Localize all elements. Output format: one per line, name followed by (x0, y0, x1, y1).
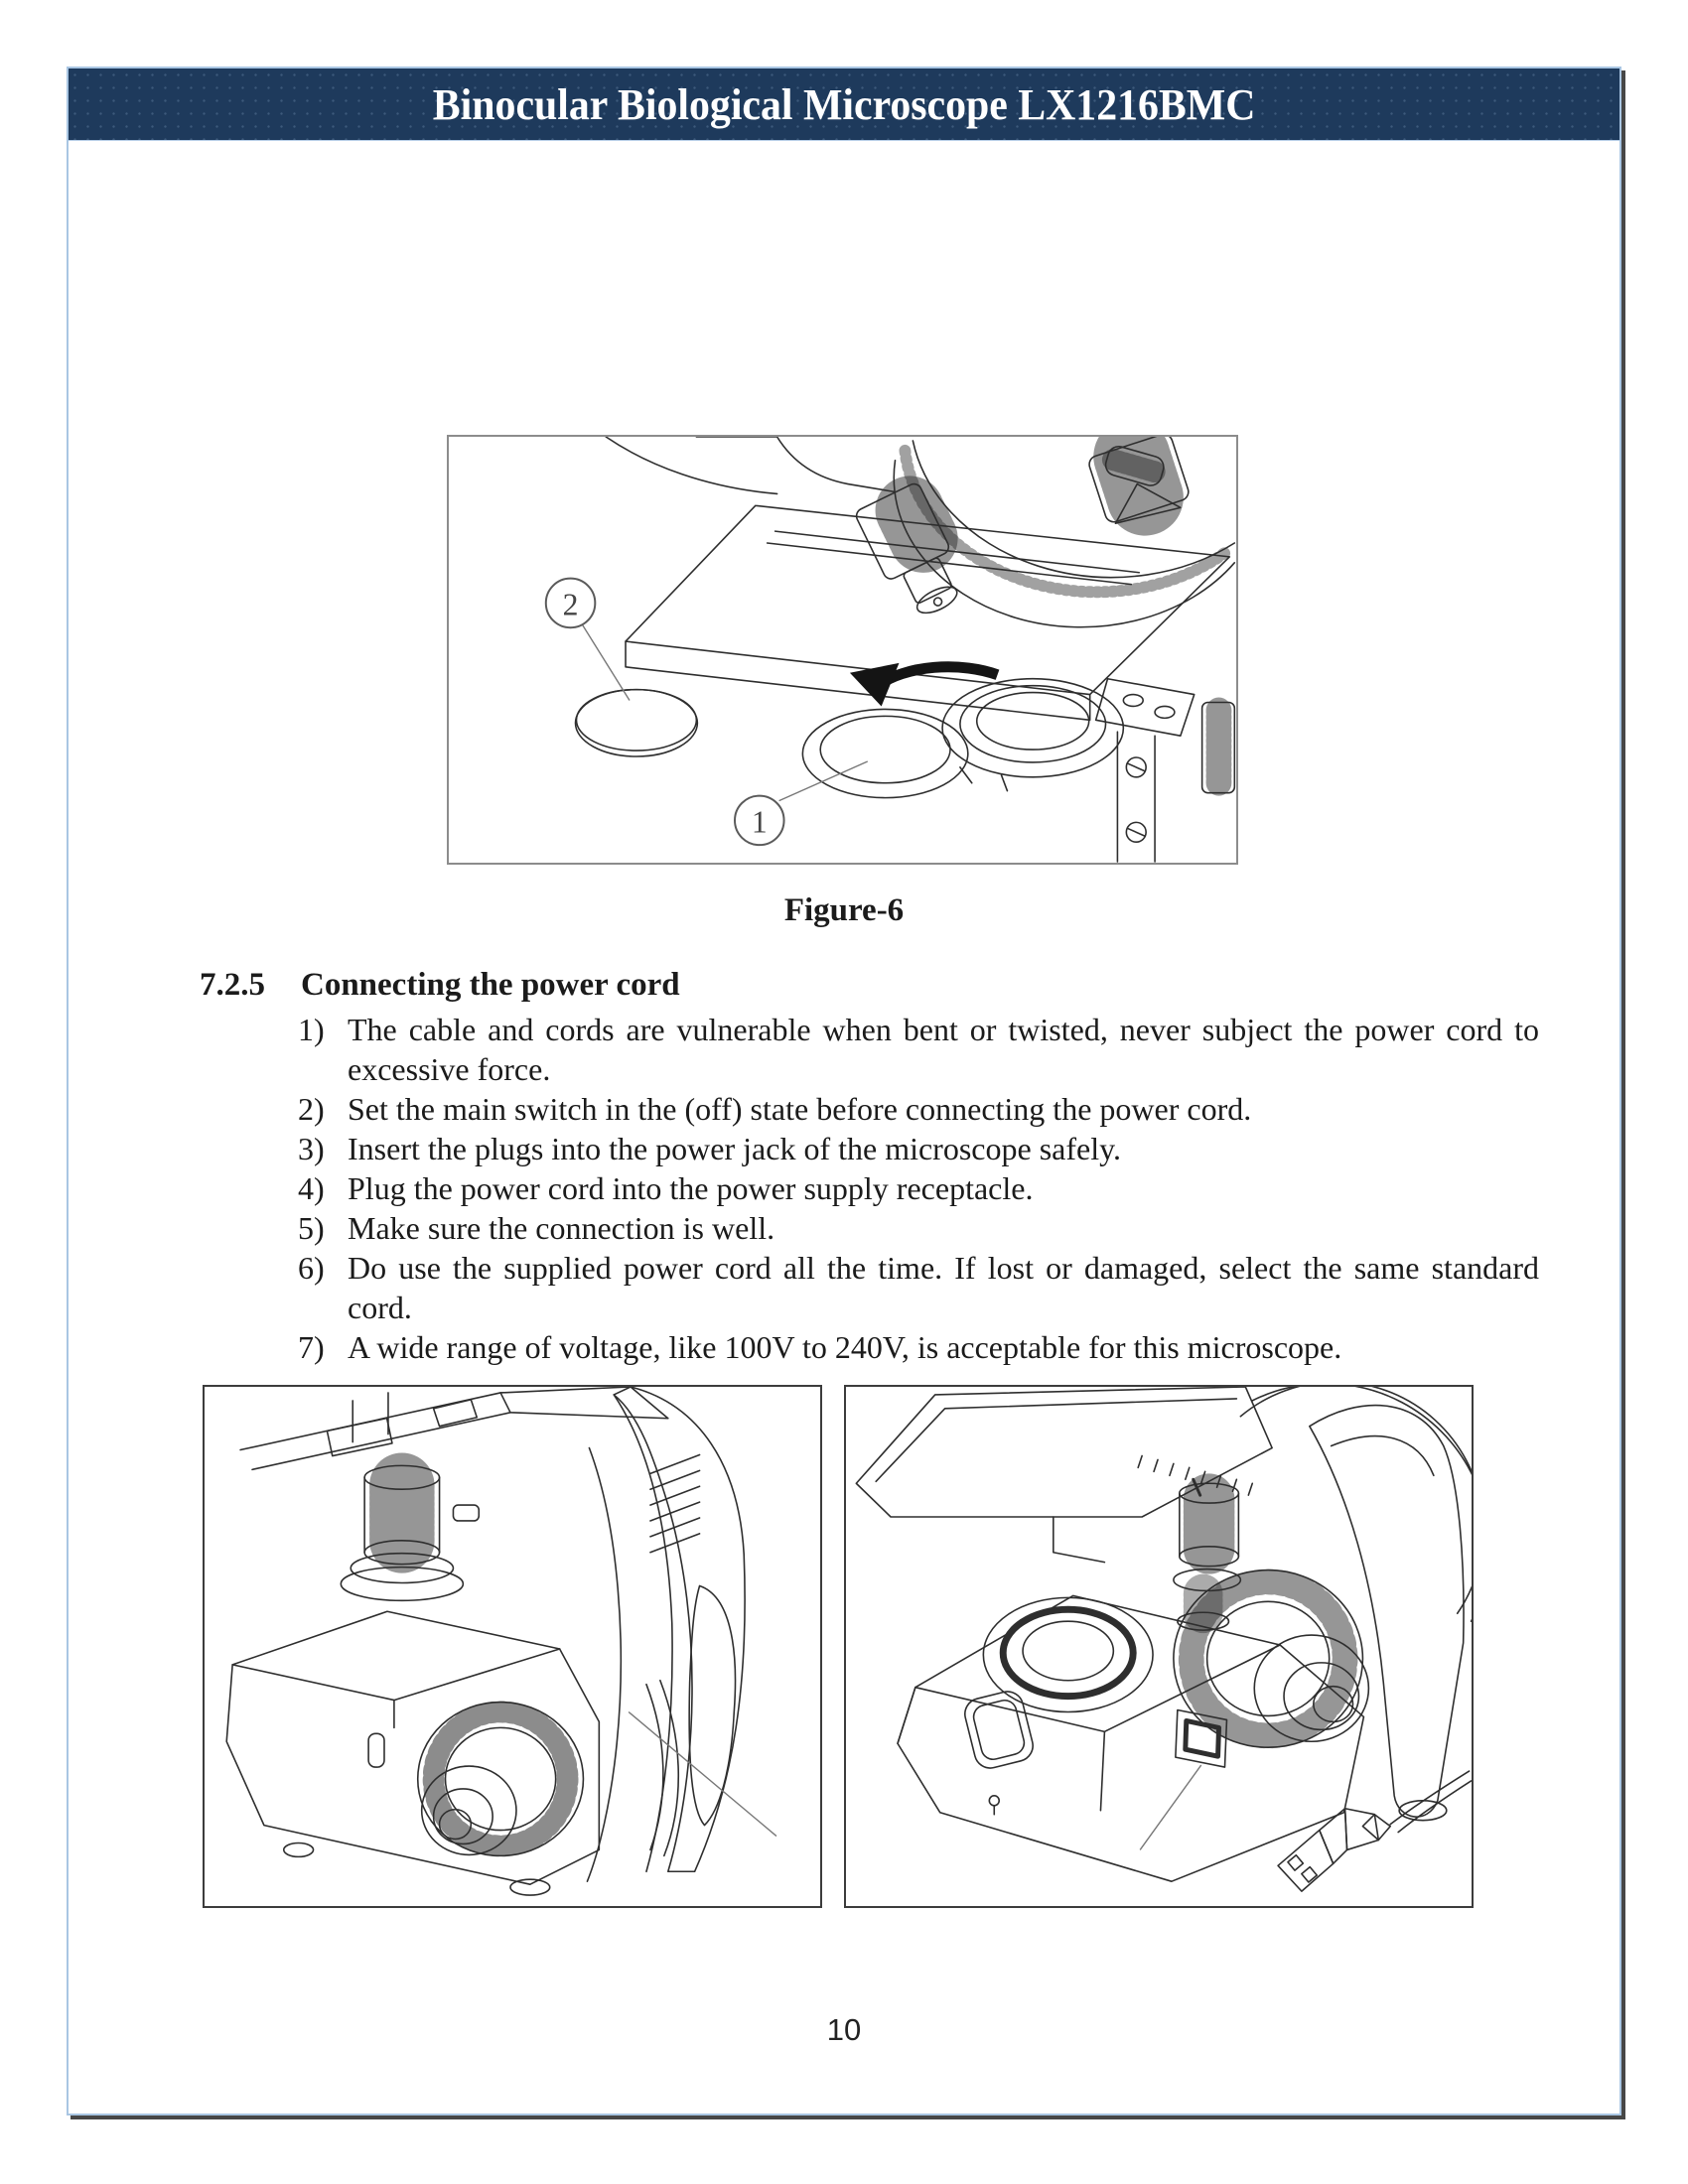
callout-2: 2 (544, 577, 597, 629)
list-item-text: Plug the power cord into the power suppl… (348, 1170, 1034, 1206)
rotate-arrow-icon (849, 661, 1000, 707)
callout-1: 1 (734, 794, 785, 847)
page-title: Binocular Biological Microscope LX1216BM… (432, 79, 1256, 129)
callout-1-label: 1 (752, 804, 768, 839)
section-heading: 7.2.5 Connecting the power cord (200, 965, 680, 1005)
list-item: 5) Make sure the connection is well. (298, 1208, 1544, 1248)
list-item: 2) Set the main switch in the (off) stat… (298, 1089, 1544, 1129)
figure-power-switch-illustration (203, 1385, 822, 1908)
list-item-text: Set the main switch in the (off) state b… (348, 1091, 1252, 1127)
figure6-illustration: 2 1 (447, 435, 1238, 865)
list-item-text: Make sure the connection is well. (348, 1210, 775, 1246)
list-item-text: A wide range of voltage, like 100V to 24… (348, 1329, 1342, 1365)
section-title: Connecting the power cord (301, 967, 680, 1003)
figure-power-cord-illustration (844, 1385, 1474, 1908)
microscope-rear-drawing (225, 1387, 777, 1896)
list-item-number: 4) (298, 1170, 325, 1206)
list-item-number: 6) (298, 1250, 325, 1286)
list-item-number: 3) (298, 1131, 325, 1166)
list-item: 4) Plug the power cord into the power su… (298, 1168, 1544, 1208)
list-item-number: 7) (298, 1329, 325, 1365)
callout-2-label: 2 (563, 587, 579, 621)
page-frame: Binocular Biological Microscope LX1216BM… (67, 67, 1621, 2116)
microscope-power-jack-drawing (855, 1387, 1472, 1892)
list-item-number: 2) (298, 1091, 325, 1127)
instruction-list: 1) The cable and cords are vulnerable wh… (298, 1010, 1544, 1367)
list-item: 7) A wide range of voltage, like 100V to… (298, 1327, 1544, 1367)
section-number: 7.2.5 (200, 967, 265, 1003)
list-item: 3) Insert the plugs into the power jack … (298, 1129, 1544, 1168)
page-header-bar: Binocular Biological Microscope LX1216BM… (69, 68, 1619, 141)
page-number: 10 (826, 2012, 862, 2047)
list-item-text: Insert the plugs into the power jack of … (348, 1131, 1122, 1166)
list-item: 6) Do use the supplied power cord all th… (298, 1248, 1544, 1327)
list-item-number: 1) (298, 1012, 325, 1047)
figure6-drawing: 2 1 (544, 437, 1236, 863)
list-item-text: The cable and cords are vulnerable when … (348, 1012, 1539, 1087)
list-item-text: Do use the supplied power cord all the t… (348, 1250, 1539, 1325)
list-item: 1) The cable and cords are vulnerable wh… (298, 1010, 1544, 1089)
figure6-caption: Figure-6 (783, 892, 905, 928)
list-item-number: 5) (298, 1210, 325, 1246)
